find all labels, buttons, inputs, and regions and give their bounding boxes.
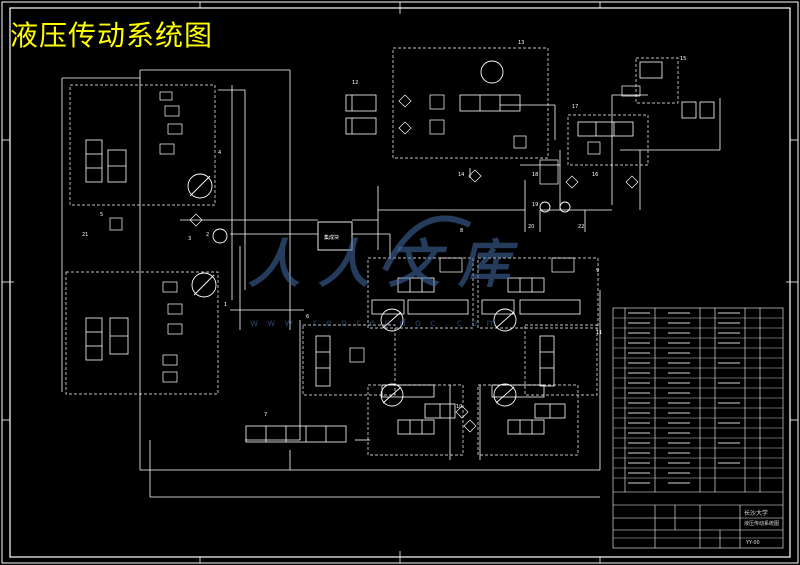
part-label-13: 13 (518, 40, 525, 46)
part-label-2: 2 (206, 232, 210, 238)
manifold-block (317, 221, 353, 251)
valve-group-right (567, 114, 649, 166)
part-label-7: 7 (264, 412, 268, 418)
dashed-assemblies (65, 47, 679, 456)
parts-list-entries (628, 312, 740, 484)
title-block-grid (612, 307, 784, 549)
pump-motor-symbols (187, 60, 571, 407)
part-label-12: 12 (352, 80, 359, 86)
valve-group-fr (635, 57, 679, 104)
part-label-19: 19 (532, 202, 539, 208)
part-label-3: 3 (188, 236, 192, 242)
title-block-school: 长沙大学 (744, 510, 769, 517)
part-label-15: 15 (680, 56, 687, 62)
part-label-16: 16 (592, 172, 599, 178)
part-label-21: 21 (82, 232, 89, 238)
watermark-logo-arc (382, 215, 472, 272)
pump-group-lower (65, 271, 219, 395)
main-circuit-lines (61, 69, 721, 498)
watermark-url: www.renrendoc.com (250, 318, 506, 329)
part-label-14: 14 (458, 172, 465, 178)
motor-block-c (302, 324, 396, 396)
part-label-10: 10 (456, 404, 463, 410)
part-label-5: 5 (100, 212, 104, 218)
part-label-18: 18 (532, 172, 539, 178)
manifold-label: 集成块 (324, 235, 340, 241)
title-block-drawing-name: 液压传动系统图 (744, 521, 780, 527)
watermark-text: 人人文库 (248, 235, 529, 295)
motor-block-a (367, 257, 474, 329)
hydraulic-cylinders (345, 94, 581, 419)
motor-block-b (477, 257, 599, 329)
part-label-11: 11 (596, 330, 603, 336)
pump-group-upper (69, 84, 216, 206)
title-block-rows (613, 317, 783, 539)
part-label-6: 6 (306, 314, 310, 320)
small-components (109, 85, 641, 433)
drawing-title: 液压传动系统图 (10, 19, 214, 52)
part-label-17: 17 (572, 104, 579, 110)
directional-valves (85, 61, 715, 443)
part-label-20: 20 (528, 224, 535, 230)
part-label-8: 8 (460, 228, 464, 234)
part-label-9: 9 (596, 268, 600, 274)
part-label-4: 4 (218, 150, 222, 156)
title-block-drawing-no: YY-00 (746, 540, 760, 546)
motor-block-d (524, 324, 598, 396)
part-label-1: 1 (224, 302, 228, 308)
part-label-22: 22 (578, 224, 585, 230)
valve-group-top (392, 47, 549, 159)
